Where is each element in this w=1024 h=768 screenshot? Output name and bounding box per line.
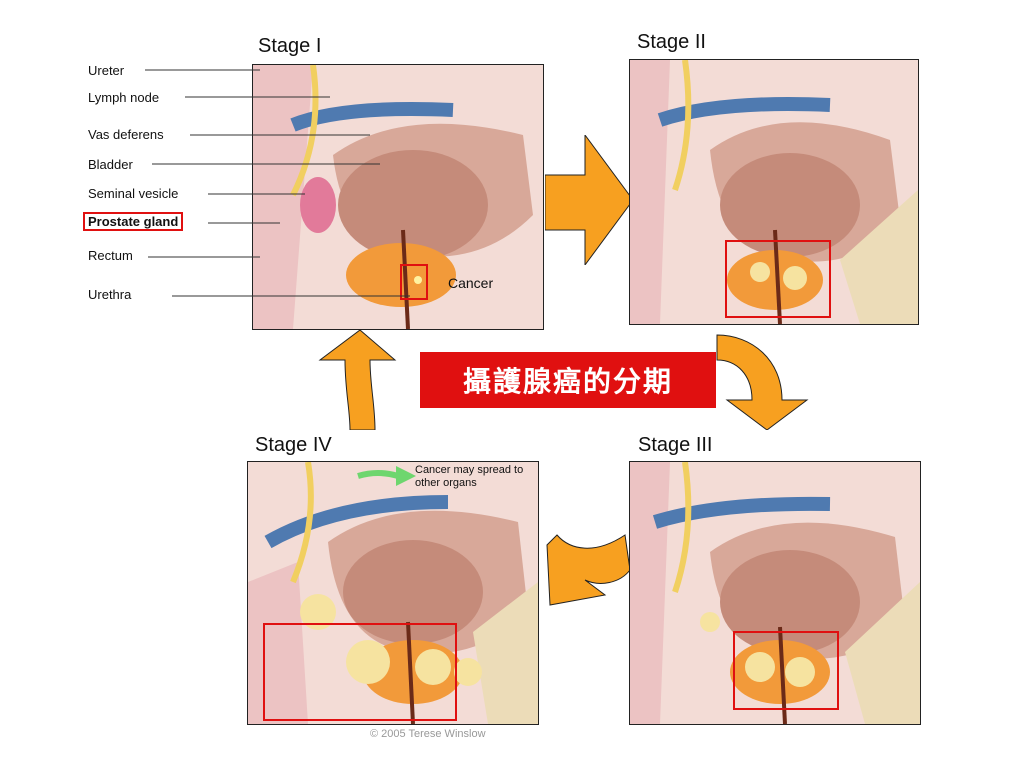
stage-4-tumor-highlight bbox=[263, 623, 457, 721]
stage-4-panel bbox=[247, 461, 539, 725]
center-title: 攝護腺癌的分期 bbox=[420, 352, 716, 408]
stage-3-panel bbox=[629, 461, 921, 725]
anatomy-illustration bbox=[630, 462, 920, 724]
arrow-left-curved-icon bbox=[546, 534, 631, 606]
arrow-down-curved-icon bbox=[716, 334, 809, 430]
stage-2-tumor-highlight bbox=[725, 240, 831, 318]
stage-2-title: Stage II bbox=[637, 31, 706, 53]
anatomy-illustration bbox=[630, 60, 918, 324]
label-bladder: Bladder bbox=[88, 157, 133, 172]
label-lymph-node: Lymph node bbox=[88, 90, 160, 105]
stage-2-panel bbox=[629, 59, 919, 325]
leader-lines bbox=[145, 69, 410, 297]
label-urethra: Urethra bbox=[88, 287, 132, 302]
stage-3-title: Stage III bbox=[638, 434, 713, 456]
label-cancer: Cancer bbox=[448, 275, 494, 291]
label-seminal-vesicle: Seminal vesicle bbox=[88, 186, 179, 201]
stage-4-title: Stage IV bbox=[255, 434, 332, 456]
anatomy-illustration bbox=[253, 65, 543, 329]
label-cancer-spread: Cancer may spread to other organs bbox=[415, 464, 524, 489]
arrow-up-curved-icon bbox=[318, 330, 397, 430]
stage-1-panel bbox=[252, 64, 544, 330]
arrow-right-icon bbox=[545, 135, 634, 265]
anatomy-illustration bbox=[248, 462, 538, 724]
copyright-note: © 2005 Terese Winslow bbox=[370, 728, 486, 740]
stage-3-tumor-highlight bbox=[733, 631, 839, 710]
stage-1-title: Stage I bbox=[258, 35, 322, 57]
label-vas-deferens: Vas deferens bbox=[88, 127, 164, 142]
label-prostate-gland: Prostate gland bbox=[83, 212, 184, 231]
label-rectum: Rectum bbox=[88, 248, 133, 263]
label-ureter: Ureter bbox=[88, 63, 125, 78]
